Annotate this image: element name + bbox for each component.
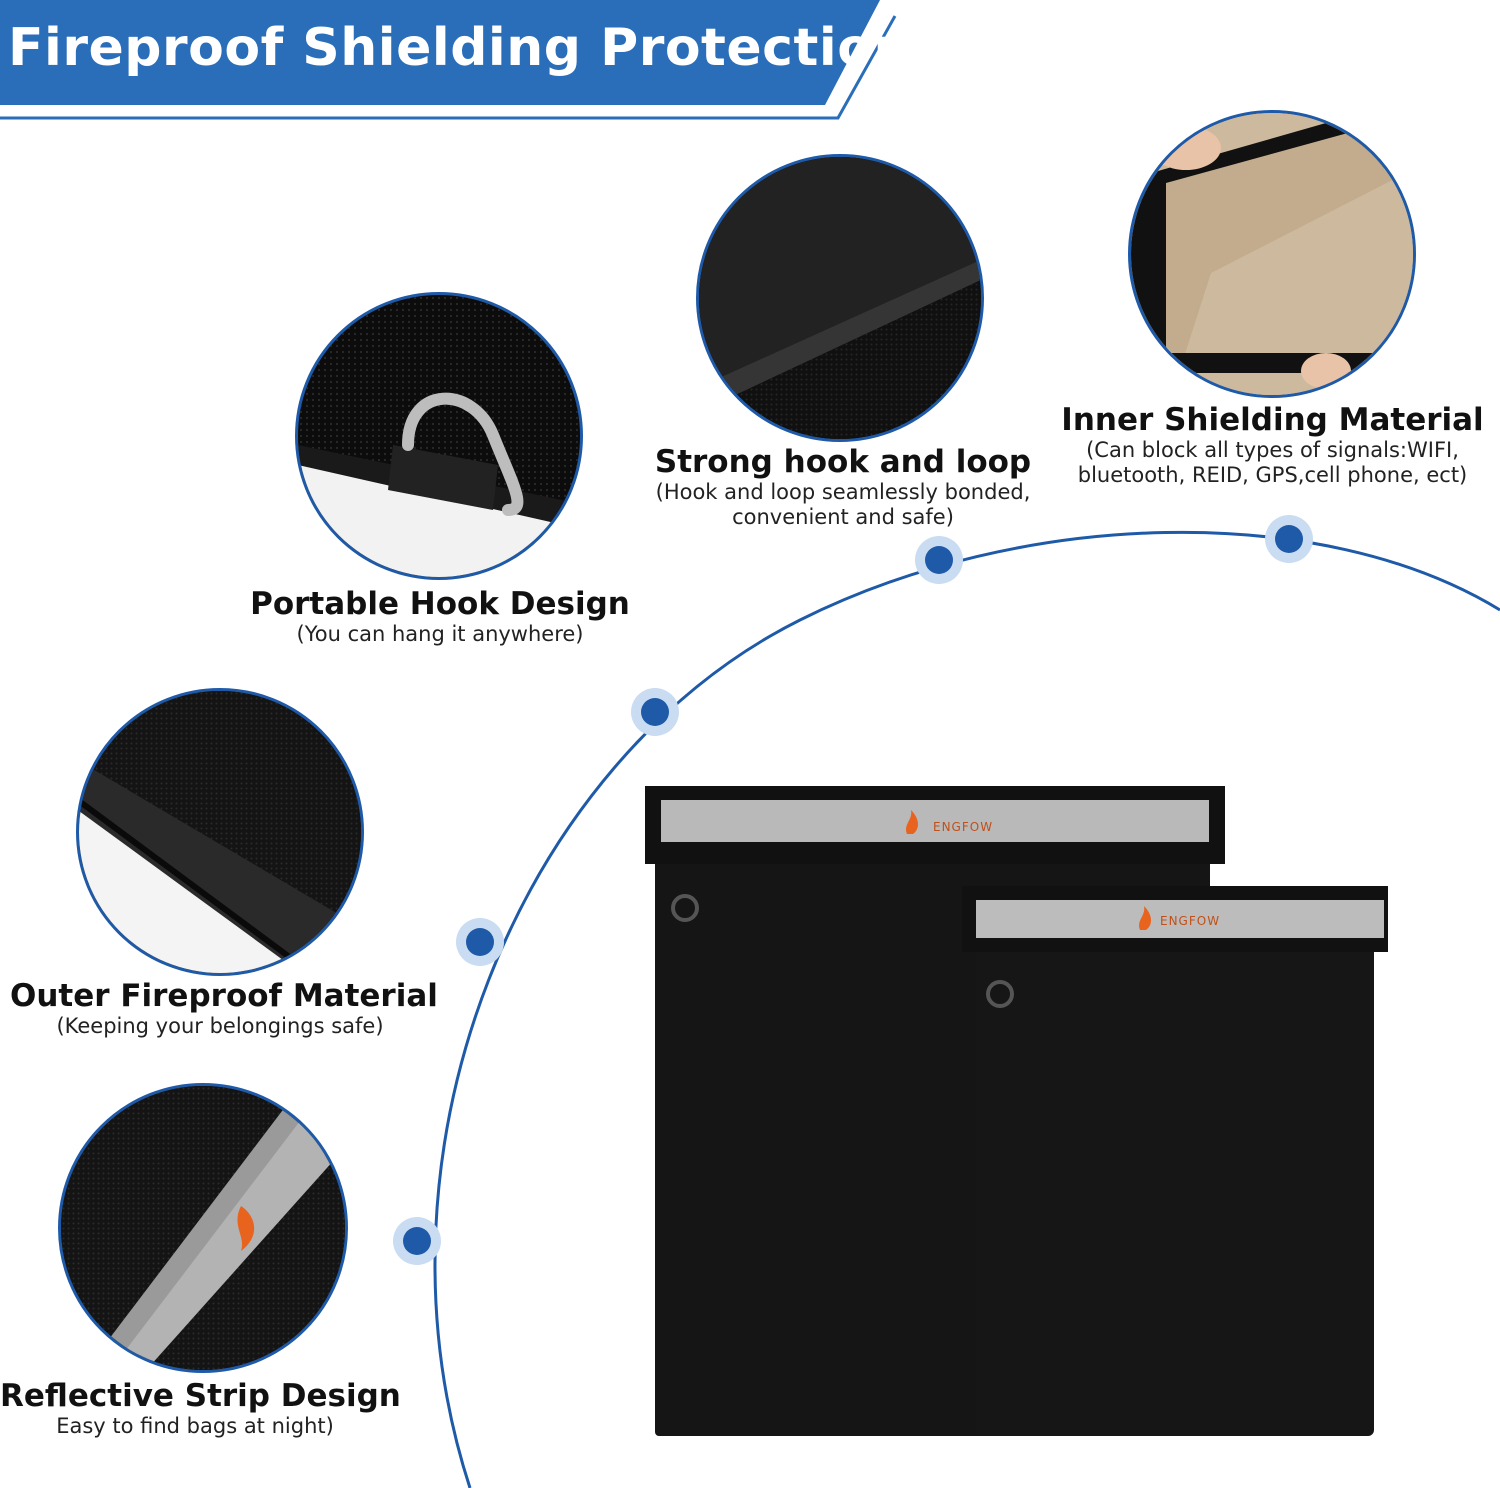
arc-marker-dot (915, 536, 963, 584)
reflective-strip-icon (61, 1086, 345, 1370)
feature-strip: Reflective Strip Design Easy to find bag… (0, 1378, 401, 1439)
feature-subtitle-line: bluetooth, REID, GPS,cell phone, ect) (1077, 463, 1468, 487)
feature-title: Reflective Strip Design (0, 1378, 401, 1414)
feature-subtitle: (You can hang it anywhere) (296, 622, 584, 646)
arc-marker-dot (456, 918, 504, 966)
arc-marker-dot (393, 1217, 441, 1265)
brand-label: ENGFOW (933, 820, 994, 834)
brand-label: ENGFOW (1160, 914, 1221, 928)
fireproof-fabric-icon (79, 691, 361, 973)
page-title: Fireproof Shielding Protection (8, 18, 911, 78)
feature-subtitle-line: (Can block all types of signals:WIFI, (1086, 438, 1459, 462)
feature-title: Inner Shielding Material (1061, 402, 1484, 438)
hook-and-loop-icon (699, 157, 981, 439)
feature-loop: Strong hook and loop (Hook and loop seam… (618, 444, 1068, 530)
arc-marker-dot (1265, 515, 1313, 563)
d-ring-hook-photo (295, 292, 583, 580)
feature-subtitle: (Keeping your belongings safe) (56, 1014, 384, 1038)
title-banner: Fireproof Shielding Protection (0, 0, 910, 130)
arc-marker-dot (631, 688, 679, 736)
feature-subtitle-line: convenient and safe) (732, 505, 954, 529)
banner-shape (0, 0, 897, 120)
feature-subtitle-line: (Hook and loop seamlessly bonded, (655, 480, 1031, 504)
fireproof-fabric-photo (76, 688, 364, 976)
d-ring-hook-icon (298, 295, 580, 577)
small-bag-image (962, 886, 1388, 1436)
small-bag: ENGFOW (962, 886, 1388, 1438)
feature-inner: Inner Shielding Material (Can block all … (1060, 402, 1485, 488)
feature-title: Portable Hook Design (250, 586, 630, 622)
feature-title: Outer Fireproof Material (10, 978, 438, 1014)
feature-title: Strong hook and loop (654, 444, 1032, 480)
shielding-fabric-icon (1131, 113, 1413, 395)
feature-hook: Portable Hook Design (You can hang it an… (240, 586, 640, 647)
reflective-strip-photo (58, 1083, 348, 1373)
feature-outer: Outer Fireproof Material (Keeping your b… (10, 978, 438, 1039)
feature-subtitle: Easy to find bags at night) (56, 1414, 334, 1438)
hook-and-loop-photo (696, 154, 984, 442)
shielding-fabric-photo (1128, 110, 1416, 398)
